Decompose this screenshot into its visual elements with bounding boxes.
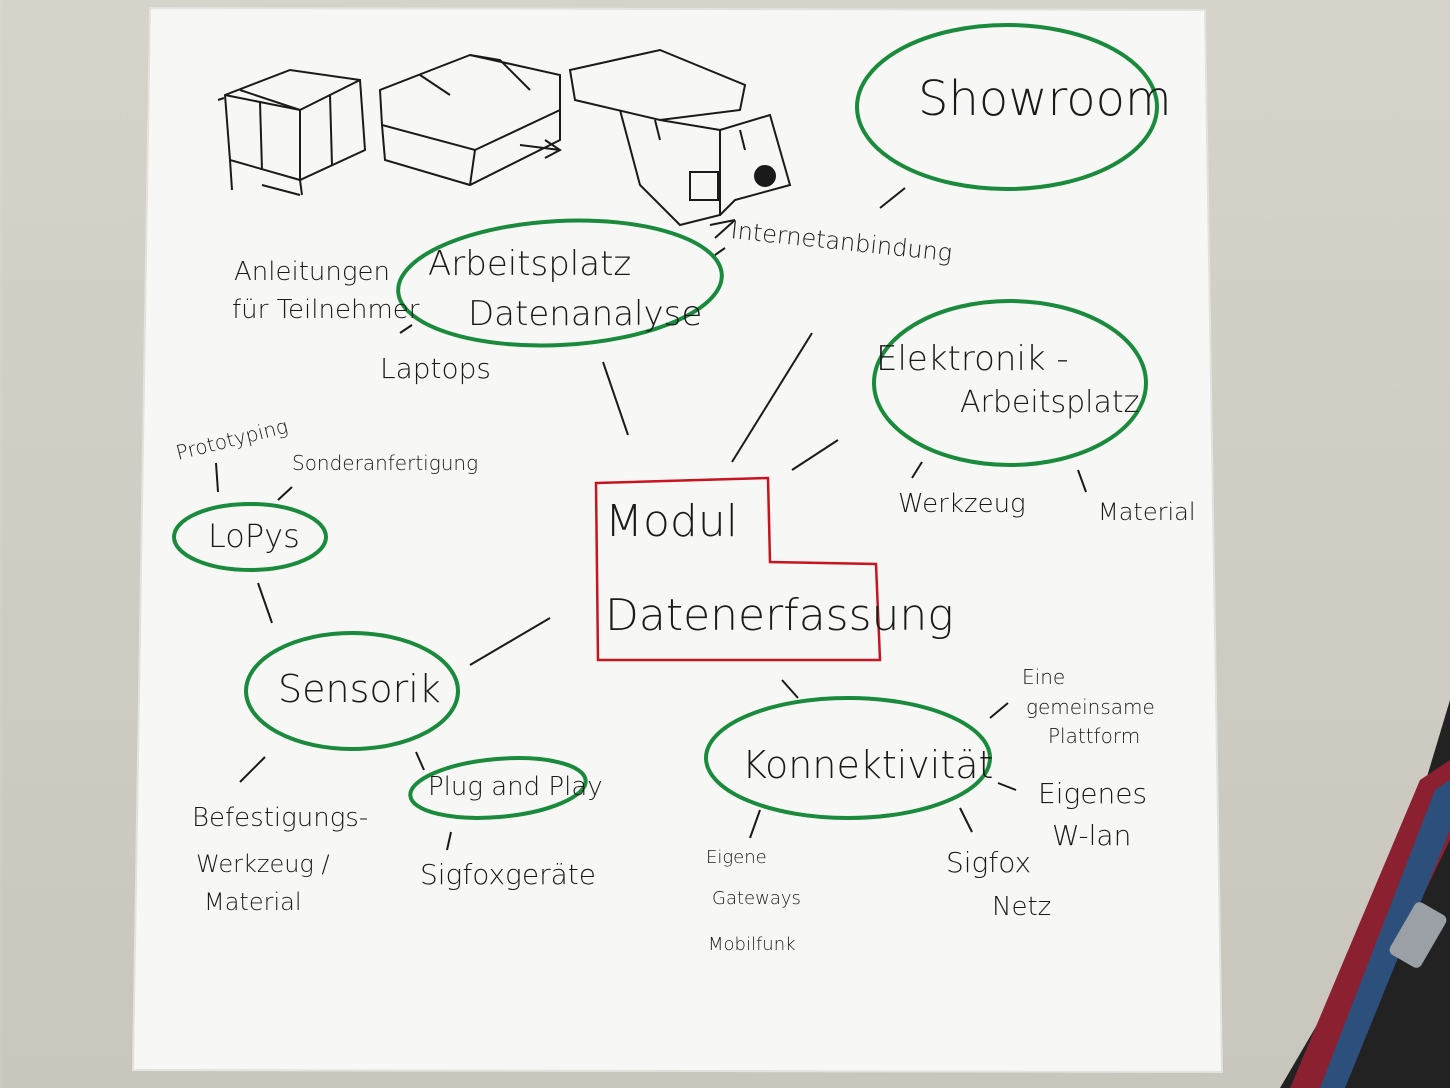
line-sonderanfertigung xyxy=(277,486,293,501)
bubble-plug xyxy=(408,756,588,820)
node-arbeitsplatz-line2: Datenanalyse xyxy=(468,294,702,334)
bubble-sensorik xyxy=(244,631,460,751)
bubble-elektronik xyxy=(872,299,1148,467)
line-arbeitsplatz xyxy=(602,361,629,436)
bubble-lopys xyxy=(172,502,328,572)
line-internet-arbeitsplatz xyxy=(714,247,726,256)
center-title-line2: Datenerfassung xyxy=(605,590,954,641)
furniture-sketches xyxy=(217,48,792,227)
connector-lines xyxy=(215,187,1087,851)
node-lopys: LoPys xyxy=(208,517,300,555)
line-material xyxy=(1077,469,1087,493)
label-eigene-line2: Gateways xyxy=(712,888,801,909)
node-elektronik-line1: Elektronik - xyxy=(876,339,1069,379)
line-befestigung xyxy=(239,756,266,783)
label-laptops: Laptops xyxy=(380,352,491,385)
line-prototyping xyxy=(215,462,219,493)
line-wlan xyxy=(997,782,1017,791)
line-plattform xyxy=(989,702,1009,719)
label-anleitungen-line1: Anleitungen xyxy=(234,257,390,287)
node-arbeitsplatz-line1: Arbeitsplatz xyxy=(428,244,631,284)
line-showroom xyxy=(731,332,813,463)
label-werkzeug: Werkzeug xyxy=(898,489,1026,519)
label-sonderanfertigung: Sonderanfertigung xyxy=(292,451,478,475)
center-title-line1: Modul xyxy=(605,496,738,547)
line-sigfoxgeraete xyxy=(446,831,452,851)
label-eigene-line3: Mobilfunk xyxy=(708,934,796,955)
node-plug: Plug and Play xyxy=(428,772,603,802)
line-internet-showroom xyxy=(879,187,906,209)
green-bubbles xyxy=(172,23,1159,820)
label-plattform-line2: gemeinsame xyxy=(1026,695,1155,719)
label-sigfox-line1: Sigfox xyxy=(946,846,1031,879)
label-befestigung-line1: Befestigungs- xyxy=(192,803,368,833)
line-sensorik xyxy=(469,617,551,666)
line-sensorik-plug xyxy=(415,751,425,771)
line-lopys-sensorik xyxy=(257,582,273,624)
line-konnektivitaet xyxy=(781,679,799,699)
node-sensorik: Sensorik xyxy=(278,667,441,711)
label-eigene-line1: Eigene xyxy=(706,847,767,868)
node-elektronik-line2: Arbeitsplatz xyxy=(960,385,1139,420)
node-konnektivitaet: Konnektivität xyxy=(742,743,993,787)
label-plattform-line1: Eine xyxy=(1022,665,1065,689)
label-anleitungen-line2: für Teilnehmer xyxy=(232,295,420,325)
line-sigfox xyxy=(959,807,973,833)
label-plattform-line3: Plattform xyxy=(1048,724,1140,748)
label-sigfox-line2: Netz xyxy=(992,892,1051,922)
label-wlan-line2: W-lan xyxy=(1052,819,1131,852)
node-showroom: Showroom xyxy=(918,71,1172,127)
bubble-arbeitsplatz xyxy=(396,218,724,348)
line-werkzeug xyxy=(911,461,923,479)
label-wlan-line1: Eigenes xyxy=(1038,777,1147,810)
label-material: Material xyxy=(1098,498,1196,526)
line-eigene xyxy=(749,809,761,839)
line-internet-sketch xyxy=(714,219,736,239)
label-befestigung-line3: Material xyxy=(204,888,302,916)
bag-strap xyxy=(1280,700,1450,1088)
center-box xyxy=(594,476,882,662)
bubble-konnektivitaet xyxy=(704,696,992,820)
label-befestigung-line2: Werkzeug / xyxy=(196,850,330,878)
line-laptops xyxy=(399,324,413,334)
line-elektronik xyxy=(791,439,839,471)
label-sigfoxgeraete: Sigfoxgeräte xyxy=(420,858,596,891)
bubble-showroom xyxy=(855,23,1159,191)
